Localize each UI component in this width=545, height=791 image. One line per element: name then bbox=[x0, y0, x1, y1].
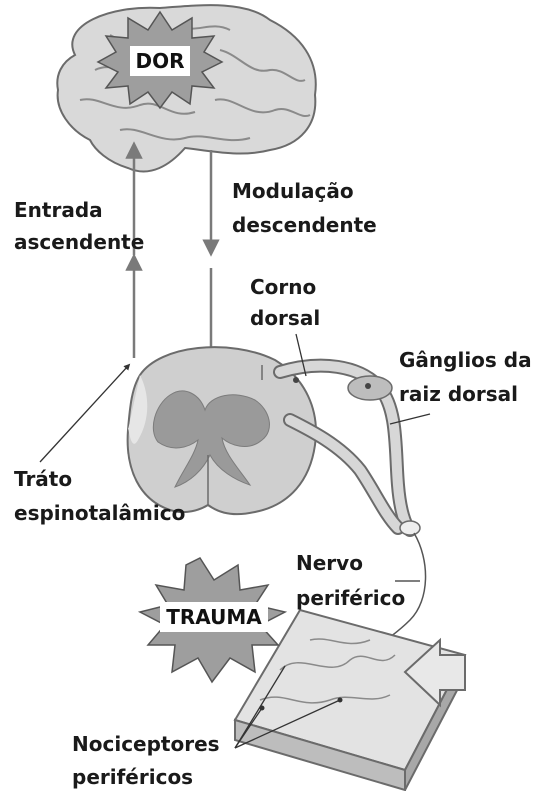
descending-modulation-label-2: descendente bbox=[232, 213, 377, 237]
ascending-input-label: Entrada bbox=[14, 198, 103, 222]
descending-modulation-label: Modulação bbox=[232, 179, 354, 203]
peripheral-nociceptors-label-2: periféricos bbox=[72, 765, 193, 789]
trauma-label: TRAUMA bbox=[166, 605, 262, 629]
dorsal-root-ganglion-label: Gânglios da bbox=[399, 348, 532, 372]
ascending-input-label-2: ascendente bbox=[14, 230, 144, 254]
dorsal-horn-label-2: dorsal bbox=[250, 306, 320, 330]
peripheral-nerve-label: Nervo bbox=[296, 551, 363, 575]
tract-leader-line bbox=[40, 366, 128, 462]
peripheral-nociceptors-label: Nociceptores bbox=[72, 732, 220, 756]
pain-label: DOR bbox=[135, 49, 184, 73]
spinothalamic-tract-label-2: espinotalâmico bbox=[14, 501, 185, 525]
spinothalamic-tract-label: Tráto bbox=[14, 467, 72, 491]
dorsal-horn-label: Corno bbox=[250, 275, 316, 299]
dorsal-root-ganglion-label-2: raiz dorsal bbox=[399, 382, 518, 406]
peripheral-nerve-label-2: periférico bbox=[296, 586, 405, 610]
